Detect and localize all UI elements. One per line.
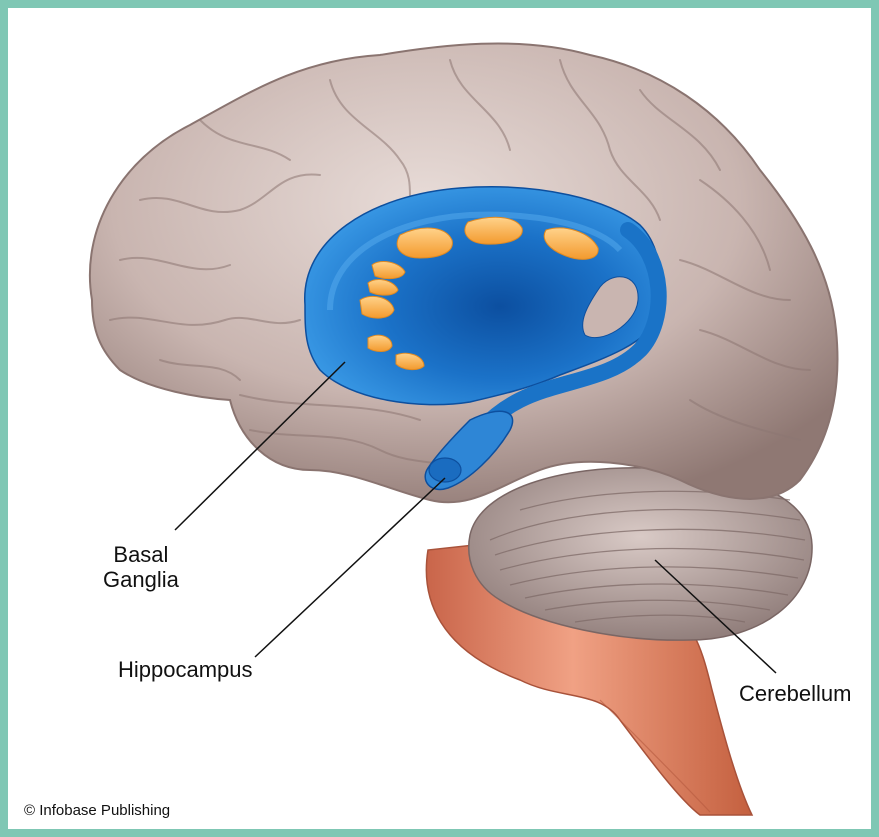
basal-ganglia-label: Basal Ganglia (103, 542, 179, 592)
cerebellum-label: Cerebellum (739, 681, 852, 706)
basal-ganglia-label-line1: Basal (103, 542, 179, 567)
copyright-notice: © Infobase Publishing (24, 802, 170, 819)
hippocampus-label: Hippocampus (118, 657, 253, 682)
hippocampus-leader-line (255, 478, 445, 657)
basal-ganglia-label-line2: Ganglia (103, 567, 179, 592)
